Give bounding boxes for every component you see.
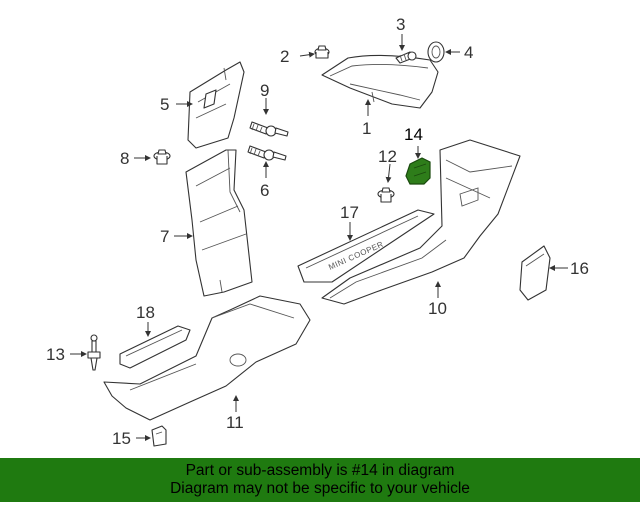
part-13-screw (87, 334, 101, 371)
part-15-clip (151, 425, 167, 447)
callout-6: 6 (260, 181, 269, 200)
callout-2: 2 (280, 47, 289, 66)
part-14-highlighted-clip (405, 157, 431, 185)
banner-line-2: Diagram may not be specific to your vehi… (170, 480, 470, 497)
callout-15: 15 (112, 429, 131, 448)
callout-18: 18 (136, 303, 155, 322)
callout-13: 13 (46, 345, 65, 364)
callout-17: 17 (340, 203, 359, 222)
leader-lines (70, 34, 568, 441)
part-5-pillar-cover (187, 61, 245, 149)
callout-1: 1 (362, 119, 371, 138)
part-3-screw (395, 51, 417, 64)
part-11-sill-trim (103, 295, 311, 421)
part-12-clip (377, 187, 395, 203)
callout-numbers: 2 3 4 5 9 1 8 6 12 14 7 17 16 10 18 13 1… (46, 15, 589, 448)
part-6-bolt (247, 145, 287, 161)
callout-9: 9 (260, 81, 269, 100)
callout-4: 4 (464, 43, 473, 62)
part-1-upper-trim (321, 54, 439, 109)
callout-7: 7 (160, 227, 169, 246)
callout-3: 3 (396, 15, 405, 34)
part-4-cover-cap (427, 41, 445, 63)
part-18-sill-plate (119, 325, 191, 369)
callout-12: 12 (378, 147, 397, 166)
callout-16: 16 (570, 259, 589, 278)
callout-14: 14 (404, 125, 423, 144)
part-16-cover-panel (519, 245, 551, 301)
banner-line-1: Part or sub-assembly is #14 in diagram (185, 462, 455, 479)
callout-8: 8 (120, 149, 129, 168)
part-info-banner: Part or sub-assembly is #14 in diagram D… (0, 458, 640, 502)
callout-5: 5 (160, 95, 169, 114)
part-10-sill-trim (321, 139, 521, 305)
part-9-bolt (249, 121, 289, 137)
callout-10: 10 (428, 299, 447, 318)
callout-11: 11 (226, 413, 244, 432)
part-2-clip (314, 45, 330, 59)
part-7-pillar-trim (185, 149, 253, 297)
part-8-clip (153, 149, 171, 165)
